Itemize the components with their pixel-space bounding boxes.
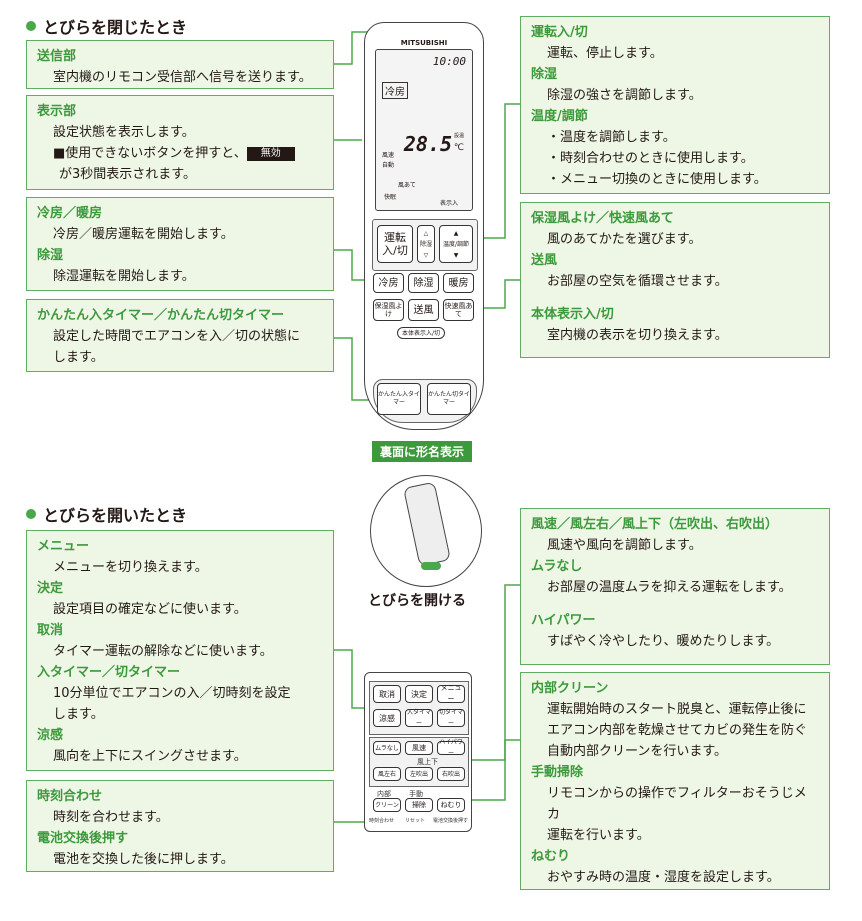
lcd-screen: 10:00 冷房 風速 自動 28.5 ℃ 設温 風あて 快眠 表示入 [375,49,473,211]
callout-wind-direction: 風速／風左右／風上下（左吹出、右吹出） 風速や風向を調節します。 ムラなし お部… [520,508,830,665]
brand-logo: MITSUBISHI [400,39,448,47]
easy-on-timer-button[interactable]: かんたん入タイマー [377,383,421,415]
remote-closed: MITSUBISHI 10:00 冷房 風速 自動 28.5 ℃ 設温 風あて … [364,22,484,430]
easy-off-timer-button[interactable]: かんたん切タイマー [427,383,471,415]
callout-display: 表示部 設定状態を表示します。 ■使用できないボタンを押すと、無効 が3秒間表示… [26,95,334,190]
callout-transmitter: 送信部 室内機のリモコン受信部へ信号を送ります。 [26,40,334,89]
moisture-guard-button[interactable]: 保湿風よけ [373,299,404,321]
lcd-unit: ℃ [453,143,464,153]
high-power-button[interactable]: ハイパワー [437,739,465,757]
open-caption: とびらを開ける [368,593,466,609]
hand-remote-icon [403,481,451,567]
manual-clean-button[interactable]: 掃除 [405,798,433,812]
lcd-auto: 自動 [382,162,395,169]
bullet-dot-icon [26,509,36,519]
quick-wind-button[interactable]: 快速風あて [443,299,474,321]
wind-horizontal-button[interactable]: 風左右 [373,767,401,781]
confirm-button[interactable]: 決定 [405,685,433,703]
open-arrow-icon [421,562,441,570]
section-open-heading: とびらを開いたとき [26,502,187,526]
callout-cool-heat: 冷房／暖房 冷房／暖房運転を開始します。 除湿 除湿運転を開始します。 [26,197,334,291]
callout-wind-display: 保湿風よけ／快速風あて 風のあてかたを選びます。 送風 お部屋の空気を循環させま… [520,202,830,358]
temp-adjust-button[interactable]: ▲温度/調節▼ [439,225,473,263]
cool-swing-button[interactable]: 涼感 [373,709,401,727]
model-name-label: 裏面に形名表示 [372,441,473,462]
dehum-level-button[interactable]: △除湿▽ [417,225,435,263]
reset-button[interactable]: リセット [405,818,426,824]
display-toggle-button[interactable]: 本体表示入/切 [397,327,445,339]
manual-clean-label: 手動 [409,790,423,798]
callout-easy-timer: かんたん入タイマー／かんたん切タイマー 設定した時間でエアコンを入／切の状態に … [26,299,334,372]
callout-clean-sleep: 内部クリーン 運転開始時のスタート脱臭と、運転停止後に エアコン内部を乾燥させて… [520,672,830,890]
lcd-mode: 冷房 [382,82,408,99]
inner-clean-label: 内部 [377,790,391,798]
lcd-sleep: 快眠 [384,194,397,201]
even-temp-button[interactable]: ムラなし [373,741,401,755]
lcd-fan: 風速 [382,152,395,159]
lcd-display-on: 表示入 [439,200,458,207]
fan-speed-button[interactable]: 風速 [405,741,433,755]
open-door-illustration [370,475,482,587]
invalid-badge: 無効 [246,146,295,161]
power-button[interactable]: 運転入/切 [377,225,413,263]
bullet-dot-icon [26,21,36,31]
remote-inner-panel: 取消 決定 メニュー 涼感 入タイマー 切タイマー ムラなし 風速 ハイパワー … [364,672,472,832]
fan-button[interactable]: 送風 [408,299,439,321]
lcd-set-temp: 設温 [453,133,464,139]
inner-clean-button[interactable]: クリーン [373,798,401,812]
menu-button[interactable]: メニュー [437,684,465,703]
lcd-wind-hit: 風あて [398,182,416,189]
off-timer-button[interactable]: 切タイマー [437,709,465,727]
right-outlet-button[interactable]: 右吹出 [437,767,465,781]
lcd-temperature: 28.5 [403,132,452,156]
callout-clock-reset: 時刻合わせ 時刻を合わせます。 電池交換後押す 電池を交換した後に押します。 [26,780,334,872]
clock-set-button[interactable]: 時刻合わせ [369,818,395,824]
heat-button[interactable]: 暖房 [443,273,474,293]
left-outlet-button[interactable]: 左吹出 [405,767,433,781]
cool-button[interactable]: 冷房 [373,273,404,293]
on-timer-button[interactable]: 入タイマー [405,709,433,727]
wind-vertical-label: 風上下 [417,758,438,766]
sleep-button[interactable]: ねむり [437,798,465,812]
callout-menu-timers: メニュー メニューを切り換えます。 決定 設定項目の確定などに使います。 取消 … [26,530,334,771]
lcd-clock: 10:00 [432,55,466,68]
callout-power-dehum-temp: 運転入/切 運転、停止します。 除湿 除湿の強さを調節します。 温度/調節 ・温… [520,16,830,194]
dehumidify-button[interactable]: 除湿 [408,273,439,293]
cancel-button[interactable]: 取消 [373,685,401,703]
battery-reset-button[interactable]: 電池交換後押す [433,818,469,824]
section-closed-heading: とびらを閉じたとき [26,14,187,38]
